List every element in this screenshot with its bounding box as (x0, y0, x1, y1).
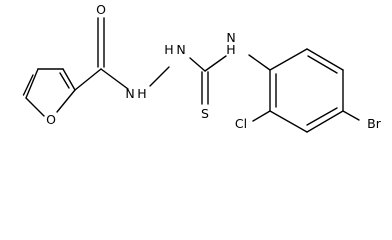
atom-label-chlorine: Cl (235, 116, 247, 131)
molecule-drawing: O O N H H N H N S Cl Br (22, 2, 382, 133)
bond-ring-c3-c2 (269, 110, 308, 133)
bond-furan-c2-c3-double (59, 72, 70, 89)
structure-diagram: O O N H H N H N S Cl Br (22, 2, 382, 133)
bond-nh-to-aryl (248, 54, 271, 71)
bond-ring-c6-c5-double (307, 55, 338, 74)
bond-furan-c5-o (25, 97, 45, 117)
bond-furan-c2-c3 (62, 68, 76, 91)
bond-ring-c6-c5 (306, 48, 344, 71)
atom-label-sulfur: S (201, 106, 209, 121)
atom-label-hydrazide-h1: H (137, 86, 146, 101)
bond-nh-to-nh (149, 66, 170, 87)
atom-label-hydrazide-n1: N (125, 86, 134, 101)
atom-label-thioamide-h: H (226, 42, 235, 57)
bond-carbonyl-to-nh (100, 68, 129, 90)
bond-thiocarbon-to-nh (204, 55, 227, 72)
atom-label-hydrazide-n2: N (176, 42, 185, 57)
bond-furan-o-c2 (56, 89, 76, 113)
atom-label-hydrazide-h2: H (164, 42, 173, 57)
bond-ring-c1-c6 (269, 48, 308, 71)
bond-furan-to-carbonyl (74, 68, 102, 91)
bond-ring-c4-c3 (306, 110, 344, 133)
atom-label-thioamide-n: N (226, 30, 235, 45)
bond-ring-to-bromine (342, 110, 360, 121)
benzene-ring (269, 48, 344, 133)
atom-label-carbonyl-oxygen: O (96, 2, 106, 17)
atom-label-bromine: Br (367, 116, 382, 131)
atom-label-furan-oxygen: O (46, 112, 56, 127)
carbonyl-group (74, 17, 129, 91)
bond-nh-to-thiocarbon (189, 57, 206, 72)
bond-furan-c4-c5 (25, 68, 39, 99)
thiosemicarbazide-chain (149, 54, 271, 105)
bond-ring-to-chlorine (252, 110, 271, 122)
furan-ring (22, 68, 76, 117)
bond-ring-c4-c3-double (306, 107, 338, 126)
bond-furan-c4-c5-double (22, 74, 34, 96)
